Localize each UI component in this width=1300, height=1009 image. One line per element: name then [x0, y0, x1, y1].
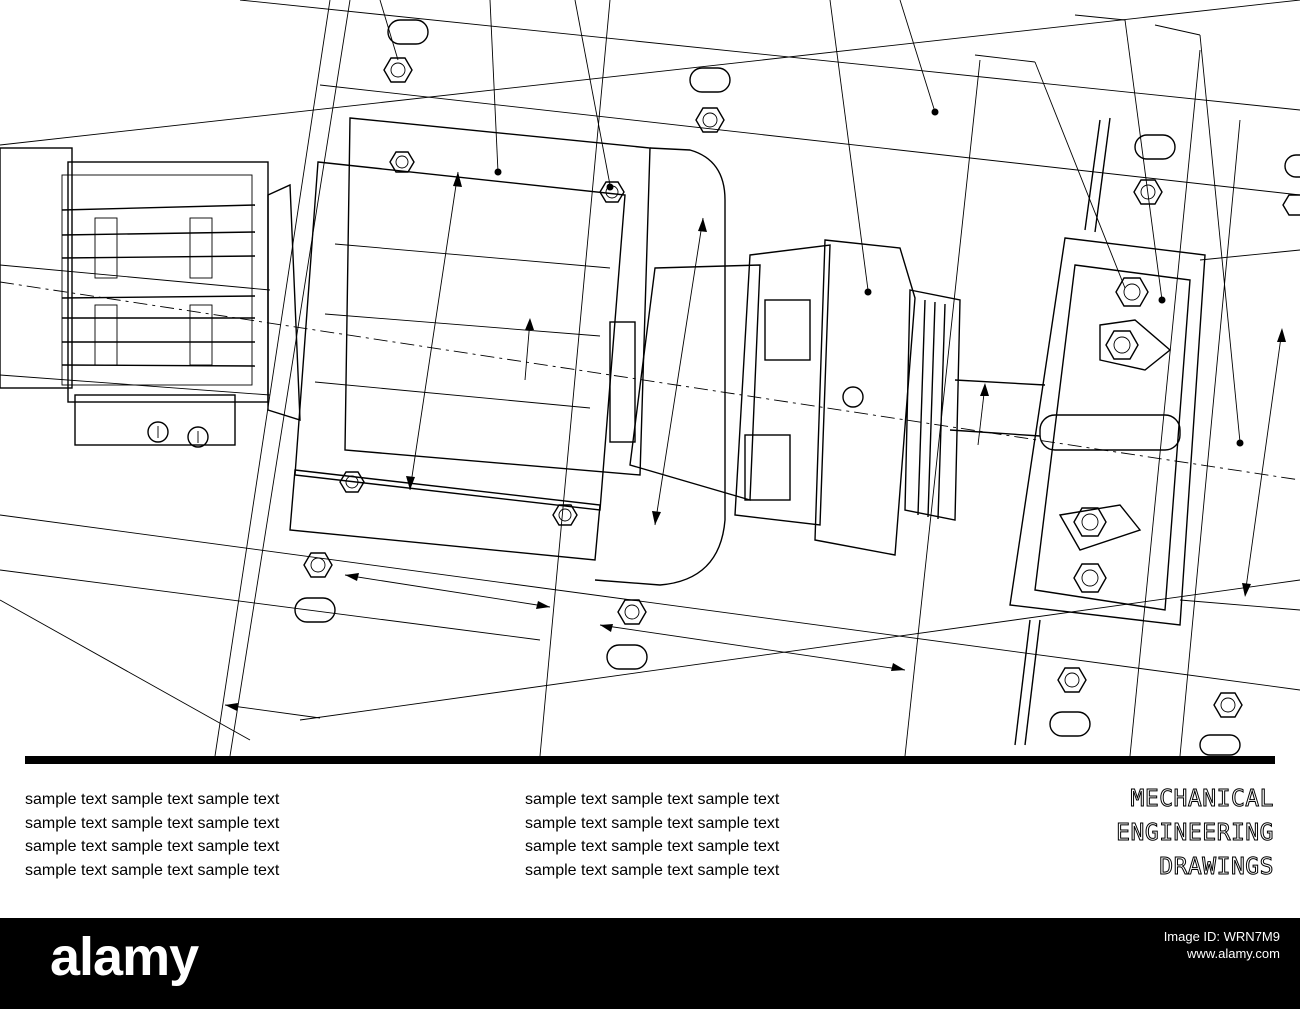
sample-line: sample text sample text sample text — [525, 814, 780, 832]
shaft-upper — [954, 379, 1046, 386]
title-line-3: DRAWINGS — [1159, 854, 1274, 881]
sample-line: sample text sample text sample text — [25, 861, 280, 879]
stock-url: www.alamy.com — [1187, 946, 1280, 961]
shaft-lower — [949, 429, 1041, 437]
stock-logo: alamy — [50, 927, 199, 987]
title-line-2: ENGINEERING — [1116, 820, 1274, 847]
stock-meta: Image ID: WRN7M9 www.alamy.com — [1164, 928, 1280, 962]
stock-footer: alamy Image ID: WRN7M9 www.alamy.com — [0, 918, 1300, 1009]
construction-lines — [0, 0, 1300, 757]
dimension-lines — [224, 171, 1286, 719]
sample-text-column-left: sample text sample text sample text samp… — [25, 788, 279, 882]
mechanical-drawing — [0, 0, 1300, 757]
title-block: MECHANICAL ENGINEERING DRAWINGS — [1116, 782, 1274, 884]
shaft-centerline — [0, 281, 1300, 481]
sample-line: sample text sample text sample text — [525, 791, 780, 808]
bearing-block — [1009, 117, 1206, 746]
sample-line: sample text sample text sample text — [525, 861, 780, 879]
leader-lines — [379, 0, 1244, 447]
gearbox-block — [289, 117, 726, 586]
sample-line: sample text sample text sample text — [25, 838, 280, 855]
washers — [294, 19, 1300, 756]
sample-line: sample text sample text sample text — [525, 838, 780, 855]
base-rule — [25, 756, 1275, 764]
title-line-1: MECHANICAL — [1130, 786, 1274, 813]
coupling-assembly — [609, 239, 961, 556]
sample-line: sample text sample text sample text — [25, 791, 280, 808]
sample-text-column-right: sample text sample text sample text samp… — [525, 788, 779, 882]
image-id-label: Image ID: WRN7M9 — [1163, 929, 1280, 944]
motor-housing — [0, 147, 301, 448]
hex-bolts — [303, 57, 1300, 718]
sample-line: sample text sample text sample text — [25, 814, 280, 832]
